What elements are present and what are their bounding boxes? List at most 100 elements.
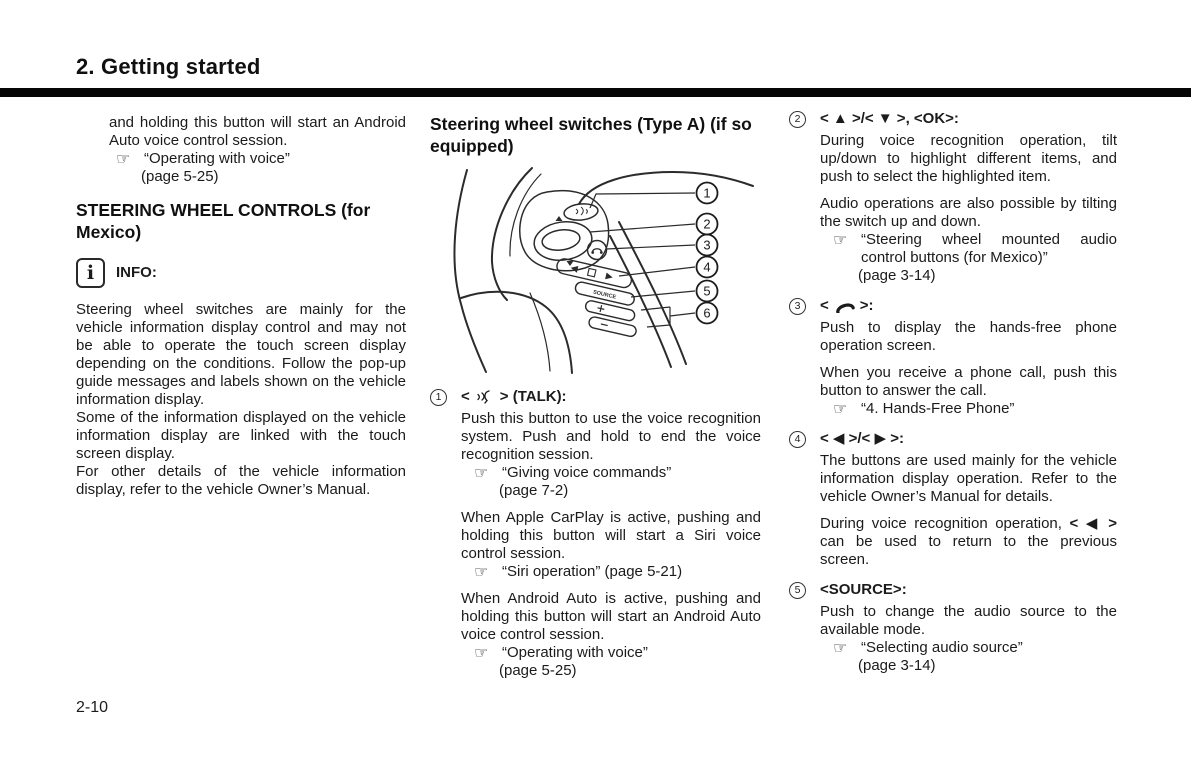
figure-callouts: 1 2 3 4 5 6 [695, 181, 719, 325]
phone-button [586, 239, 608, 261]
leader-1 [589, 192, 696, 209]
callout-number-4: 4 [703, 260, 710, 275]
reference-title: “Siri operation” (page 5-21) [502, 563, 683, 580]
callout-circle-3 [695, 233, 719, 257]
phone-earpiece-dot [591, 251, 595, 254]
steering-wheel-illustration: SOURCE 1 [453, 167, 754, 374]
header-rule [0, 88, 1191, 97]
info-icon: i [76, 258, 105, 288]
cross-reference: ☞ “Operating with voice” (page 5-25) [113, 150, 406, 186]
switch-item-updown-ok: 2 < ▲ >/< ▼ >, <OK>: During voice recogn… [789, 110, 1117, 285]
phone-icon [836, 303, 855, 313]
arrow-pad [556, 258, 633, 289]
item-number: 1 [430, 389, 447, 406]
wheel-top-edge [578, 170, 754, 205]
leader-4 [618, 266, 696, 277]
item-paragraph: When you receive a phone call, push this… [820, 364, 1117, 399]
body-paragraph: For other details of the vehicle informa… [76, 463, 406, 498]
item-number: 5 [789, 582, 806, 599]
leader-6-bracket [640, 306, 696, 328]
item-paragraph: The buttons are used mainly for the vehi… [820, 452, 1117, 505]
inline-button-label: < ◀ > [1069, 515, 1117, 532]
source-button-label: SOURCE [592, 289, 617, 300]
callout-number-6: 6 [703, 306, 710, 321]
callout-number-3: 3 [703, 238, 710, 253]
item-number: 2 [789, 111, 806, 128]
item-label: <>: [820, 297, 874, 314]
plus-icon [597, 305, 605, 313]
talk-icon [575, 206, 588, 216]
chapter-title: 2. Getting started [76, 54, 261, 79]
reference-title: “Operating with voice” [144, 150, 290, 167]
cross-reference: ☞ “Giving voice commands” (page 7-2) [471, 464, 761, 500]
reference-page: (page 5-25) [499, 662, 577, 679]
minus-icon [600, 323, 608, 327]
item-paragraph: When Apple CarPlay is active, pushing an… [461, 509, 761, 562]
continuation-paragraph: and holding this button will start an An… [109, 114, 406, 149]
switch-pod-outline [519, 190, 610, 272]
source-button [574, 281, 635, 306]
item-paragraph: Push this button to use the voice recogn… [461, 410, 761, 463]
switch-item-phone: 3 <>: Push to display the hands-free pho… [789, 297, 1117, 418]
tilt-dial-inner [541, 229, 581, 251]
body-paragraph: Some of the information displayed on the… [76, 409, 406, 462]
item-paragraph: Push to change the audio source to the a… [820, 603, 1117, 638]
callout-circle-6 [695, 301, 719, 325]
item-number: 4 [789, 431, 806, 448]
pointing-hand-icon: ☞ [474, 643, 489, 662]
wheel-rim-inner [490, 167, 533, 301]
info-row: i INFO: [76, 258, 406, 288]
column-left: and holding this button will start an An… [76, 114, 406, 499]
callout-circle-5 [695, 279, 719, 303]
reference-page: (page 7-2) [499, 482, 569, 499]
body-paragraph: Steering wheel switches are mainly for t… [76, 301, 406, 408]
pointing-hand-icon: ☞ [474, 463, 489, 482]
item-marker: 1 [430, 388, 461, 680]
cross-reference: ☞ “Operating with voice” (page 5-25) [471, 644, 761, 680]
item-paragraph: During voice recognition operation, < ◀ … [820, 515, 1117, 568]
leader-3 [605, 244, 696, 250]
button-glyphs [555, 206, 603, 266]
reference-title: “Selecting audio source” [861, 639, 1023, 656]
dial-up-arrow-icon [555, 216, 563, 221]
volume-down-button [588, 316, 637, 338]
reference-title: “Operating with voice” [502, 644, 648, 661]
callout-number-5: 5 [703, 284, 710, 299]
steering-wheel-figure: SOURCE 1 [433, 164, 761, 376]
callout-circle-4 [695, 255, 719, 279]
reference-page: (page 5-25) [141, 168, 219, 185]
cross-reference: ☞ “4. Hands-Free Phone” [830, 400, 1117, 418]
spoke-bottom-edge [460, 290, 573, 374]
tilt-dial-outer [533, 221, 593, 261]
callout-number-1: 1 [703, 186, 710, 201]
talk-icon [477, 390, 490, 404]
spoke-bottom-inner [529, 292, 551, 372]
switch-item-source: 5 <SOURCE>: Push to change the audio sou… [789, 581, 1117, 675]
subsection-heading: Steering wheel switches (Type A) (if so … [430, 114, 752, 156]
item-paragraph: Audio operations are also possible by ti… [820, 195, 1117, 230]
square-icon [586, 267, 597, 278]
pointing-hand-icon: ☞ [833, 399, 848, 418]
item-paragraph: When Android Auto is active, pushing and… [461, 590, 761, 643]
left-arrow-icon [570, 265, 579, 273]
pointing-hand-icon: ☞ [474, 562, 489, 581]
callout-number-2: 2 [703, 217, 710, 232]
page-number: 2-10 [76, 699, 109, 716]
item-paragraph: Push to display the hands-free phone ope… [820, 319, 1117, 354]
pointing-hand-icon: ☞ [833, 638, 848, 657]
right-arrow-icon [605, 272, 613, 280]
wheel-rim-outer [453, 169, 487, 373]
volume-up-button [584, 300, 636, 322]
spoke-right-inner-edge [609, 235, 672, 368]
item-marker: 2 [789, 110, 820, 285]
spoke-right-edge [618, 221, 687, 365]
reference-title: “Giving voice commands” [502, 464, 672, 481]
pointing-hand-icon: ☞ [833, 230, 848, 249]
item-label: < ▲ >/< ▼ >, <OK>: [820, 110, 959, 127]
reference-title: “4. Hands-Free Phone” [861, 400, 1015, 417]
talk-button [563, 203, 599, 221]
pointing-hand-icon: ☞ [116, 149, 131, 168]
info-label: INFO: [116, 264, 157, 281]
reference-page: (page 3-14) [858, 267, 936, 284]
section-heading: STEERING WHEEL CONTROLS (for Mexico) [76, 200, 371, 242]
